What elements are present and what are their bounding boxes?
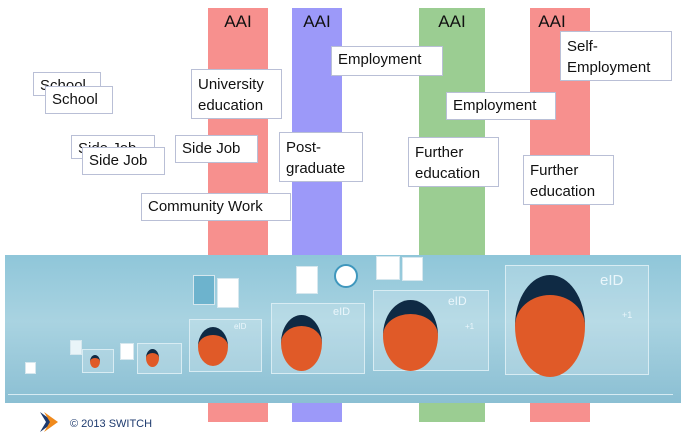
university-education-box: University education <box>191 69 282 119</box>
avatar-icon <box>90 355 100 368</box>
aai-label-1: AAI <box>224 12 252 31</box>
aai-label-4: AAI <box>538 12 566 31</box>
further-education-text-1: Further education <box>415 144 481 182</box>
avatar-icon <box>198 327 228 366</box>
school-box: School <box>45 86 113 114</box>
globe-icon <box>334 264 358 288</box>
document-icon <box>217 278 239 308</box>
document-icon <box>296 266 318 294</box>
postgraduate-box: Post-graduate <box>279 132 363 182</box>
avatar-icon <box>515 275 585 377</box>
document-icon <box>193 275 215 305</box>
further-education-box-1: Further education <box>408 137 499 187</box>
aai-label-3: AAI <box>438 12 466 31</box>
document-icon <box>120 343 134 360</box>
counter-label: +1 <box>465 322 475 331</box>
document-icon <box>70 340 82 355</box>
employment-box-1: Employment <box>331 46 443 76</box>
document-icon <box>402 257 423 281</box>
further-education-text-2: Further education <box>530 162 596 200</box>
switch-logo-icon <box>40 412 58 432</box>
eid-label: eID <box>234 322 247 331</box>
document-icon <box>25 362 36 374</box>
avatar-icon <box>146 349 159 367</box>
document-icon <box>376 256 400 280</box>
counter-label: +1 <box>622 310 633 320</box>
university-education-text: University education <box>198 76 264 114</box>
eid-label: eID <box>333 306 351 318</box>
avatar-icon <box>383 300 438 371</box>
aai-label-2: AAI <box>303 12 331 31</box>
postgraduate-text: Post-graduate <box>286 139 346 177</box>
avatar-icon <box>281 315 322 371</box>
copyright-text: © 2013 SWITCH <box>70 418 153 430</box>
eid-label: eID <box>600 272 624 289</box>
id-panel-small <box>137 343 182 374</box>
side-job-box-2: Side Job <box>175 135 258 163</box>
timeline-axis <box>8 394 673 395</box>
eid-label: eID <box>448 294 467 308</box>
self-employment-text: Self-Employment <box>567 38 651 76</box>
self-employment-box: Self-Employment <box>560 31 672 81</box>
further-education-box-2: Further education <box>523 155 614 205</box>
employment-box-2: Employment <box>446 92 556 120</box>
community-work-box: Community Work <box>141 193 291 221</box>
side-job-box: Side Job <box>82 147 165 175</box>
